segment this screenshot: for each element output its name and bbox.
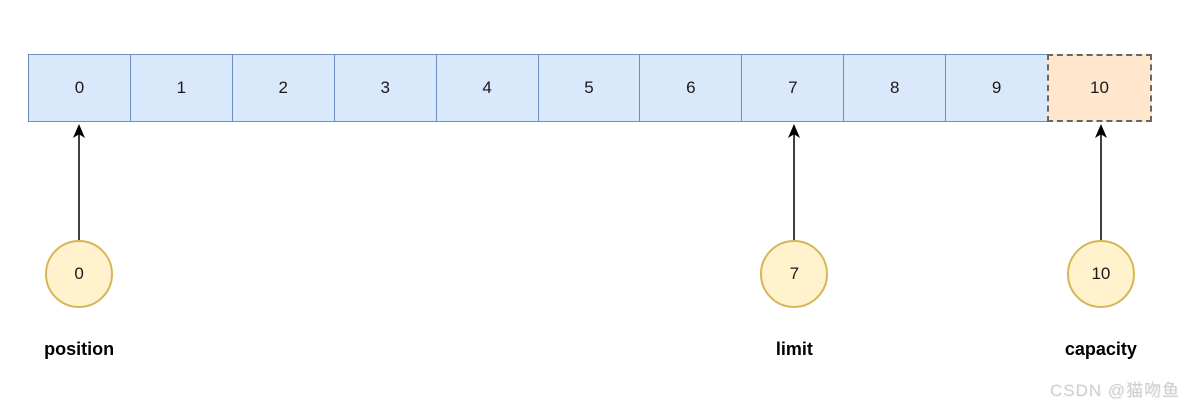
- cell-index-label: 3: [380, 78, 390, 97]
- pointer-value-circle: 7: [760, 240, 829, 308]
- pointer-position: 0 position: [9, 123, 149, 360]
- array-cell: 2: [231, 54, 335, 122]
- pointer-label: position: [44, 339, 115, 359]
- array-cell: 3: [333, 54, 437, 122]
- pointer-value-circle: 10: [1066, 240, 1135, 308]
- pointer-label: capacity: [1064, 339, 1137, 359]
- array-cell: 4: [435, 54, 539, 122]
- array-cell: 5: [537, 54, 641, 122]
- cell-index-label: 8: [889, 78, 900, 97]
- array-cell: 1: [129, 54, 233, 122]
- watermark: CSDN @猫吻鱼: [1049, 381, 1180, 400]
- arrow-up-icon: [1094, 124, 1107, 240]
- pointer-value-circle: 0: [45, 240, 114, 308]
- pointer-label: limit: [775, 339, 813, 359]
- cell-index-label: 6: [686, 78, 696, 97]
- array-cell: 6: [639, 54, 743, 122]
- arrow-up-icon: [788, 124, 801, 240]
- cell-index-label: 10: [1090, 78, 1109, 97]
- array-cell: 8: [843, 54, 947, 122]
- pointer-limit: 7 limit: [724, 123, 864, 360]
- array-cell-capacity: 10: [1047, 54, 1152, 122]
- arrow-up-icon: [73, 124, 86, 240]
- cell-index-label: 0: [74, 78, 85, 97]
- array-cell: 0: [28, 54, 131, 122]
- cell-index-label: 4: [482, 78, 492, 97]
- pointer-value: 7: [789, 264, 800, 283]
- array-cell: 9: [945, 54, 1049, 122]
- cell-index-label: 5: [584, 78, 594, 97]
- buffer-array: 0 1 2 3 4 5 6 7 8 9 10: [28, 54, 1152, 122]
- cell-index-label: 7: [788, 78, 798, 97]
- pointer-value: 10: [1091, 264, 1111, 283]
- pointer-value: 0: [74, 264, 84, 283]
- array-cell: 7: [741, 54, 845, 122]
- cell-index-label: 1: [176, 78, 187, 97]
- cell-index-label: 2: [278, 78, 288, 97]
- pointer-capacity: 10 capacity: [1031, 123, 1171, 360]
- cell-index-label: 9: [991, 78, 1002, 97]
